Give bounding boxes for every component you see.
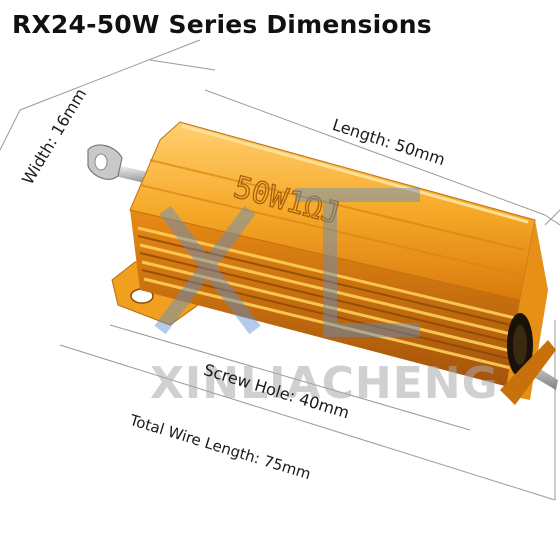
cooling-fins	[137, 226, 516, 371]
page-title: RX24-50W Series Dimensions	[12, 10, 432, 39]
width-dimension-line	[19, 39, 201, 111]
width-extension-right	[149, 59, 216, 71]
watermark-text: XINLIACHENG	[150, 358, 499, 409]
wire-dimension-line	[59, 344, 556, 501]
length-dimension-line	[204, 89, 546, 216]
screw-dimension-line	[109, 324, 471, 431]
watermark-logo	[154, 188, 420, 337]
mounting-flange-right	[500, 340, 556, 405]
side-guide	[544, 209, 560, 226]
length-extension-right	[544, 214, 560, 226]
width-extension-left	[0, 109, 21, 151]
